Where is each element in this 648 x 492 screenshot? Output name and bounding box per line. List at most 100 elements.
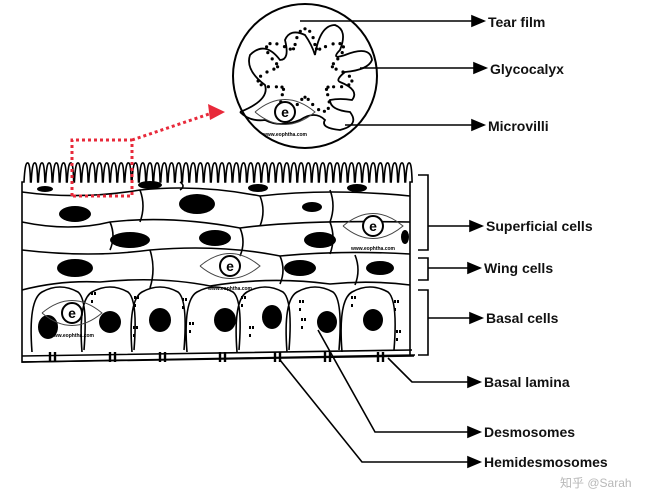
desmosome bbox=[182, 298, 187, 309]
nucleus bbox=[57, 259, 93, 277]
glycocalyx-dot bbox=[311, 102, 315, 107]
basal-cell bbox=[235, 286, 291, 353]
label-desmosomes: Desmosomes bbox=[484, 424, 576, 440]
glycocalyx-dot bbox=[331, 42, 335, 46]
glycocalyx-dot bbox=[282, 45, 287, 49]
eye-logo bbox=[254, 99, 316, 125]
glycocalyx-dot bbox=[265, 70, 269, 74]
cell-border bbox=[259, 195, 264, 227]
glycocalyx-dot bbox=[334, 67, 338, 71]
glycocalyx-dot bbox=[338, 42, 342, 46]
nucleus bbox=[214, 308, 236, 332]
layer-bracket bbox=[418, 174, 429, 251]
nucleus bbox=[99, 311, 121, 333]
nucleus bbox=[179, 194, 215, 214]
cell-border bbox=[279, 255, 284, 285]
glycocalyx-dot bbox=[256, 79, 260, 83]
nucleus bbox=[138, 181, 162, 189]
desmosomes-arrow-head bbox=[467, 425, 483, 439]
glycocalyx-dot bbox=[268, 42, 272, 46]
glycocalyx-dot bbox=[314, 47, 319, 51]
desmosome bbox=[301, 318, 306, 329]
glycocalyx-dot bbox=[311, 36, 315, 40]
eye-logo-iris bbox=[219, 255, 241, 277]
glycocalyx-dot bbox=[331, 62, 335, 66]
glycocalyx-dot bbox=[300, 97, 304, 101]
eye-logo-iris bbox=[61, 302, 83, 324]
nucleus bbox=[304, 232, 336, 248]
microvilli-arrow-head bbox=[471, 118, 487, 132]
glycocalyx-dot bbox=[265, 45, 269, 49]
cell-border bbox=[139, 189, 144, 223]
nucleus bbox=[59, 206, 91, 222]
eophtha-watermark-logos: ewww.eophtha.comewww.eophtha.comewww.eop… bbox=[41, 99, 404, 339]
glycocalyx-dot bbox=[270, 57, 274, 61]
glycocalyx-dot bbox=[347, 74, 351, 78]
desmosome bbox=[299, 300, 304, 311]
magnified-circle bbox=[232, 3, 378, 149]
desmosome bbox=[351, 296, 356, 307]
glycocalyx-dot bbox=[341, 70, 345, 74]
label-basal-lamina: Basal lamina bbox=[484, 374, 570, 390]
eye-logo-letter: e bbox=[369, 218, 377, 234]
nucleus bbox=[366, 261, 394, 275]
glycocalyx-dot bbox=[272, 67, 276, 71]
nucleus bbox=[248, 184, 268, 192]
glycocalyx-dot bbox=[259, 74, 263, 78]
basal-lamina-line bbox=[21, 349, 415, 363]
superficial-arrow-head bbox=[469, 219, 485, 233]
glycocalyx-dot bbox=[288, 47, 292, 51]
wing-boundary bbox=[21, 247, 411, 257]
nucleus bbox=[199, 230, 231, 246]
glycocalyx-dot bbox=[318, 47, 322, 51]
glycocalyx-dot bbox=[259, 83, 263, 87]
glycocalyx-dot bbox=[332, 85, 336, 89]
microvilli-magnified-circle bbox=[232, 3, 378, 149]
basal-cell bbox=[130, 286, 186, 353]
wing-basal-boundary bbox=[21, 278, 411, 291]
glycocalyx-dot bbox=[291, 47, 296, 51]
glycocalyx-dot bbox=[275, 42, 279, 46]
layer-bracket bbox=[418, 289, 429, 356]
desmosome bbox=[396, 330, 401, 341]
basal-arrow-head bbox=[469, 311, 485, 325]
glycocalyx-dot bbox=[298, 29, 302, 33]
glycocalyx-dot bbox=[336, 57, 340, 61]
desmosome bbox=[134, 296, 139, 307]
layer-bracket bbox=[418, 257, 429, 281]
platform-watermark: 知乎 @Sarah bbox=[560, 476, 632, 490]
eye-logo bbox=[342, 213, 404, 239]
glycocalyx-dot bbox=[303, 27, 307, 31]
cell-border bbox=[179, 181, 184, 191]
nucleus bbox=[110, 232, 150, 248]
glycocalyx-dot bbox=[281, 87, 286, 91]
eye-logo-letter: e bbox=[226, 258, 234, 274]
glycocalyx-dot bbox=[306, 97, 310, 101]
cell-border bbox=[354, 254, 359, 286]
eye-logo-letter: e bbox=[68, 305, 76, 321]
eye-logo-letter: e bbox=[281, 104, 289, 120]
hemidesmosomes-arrow bbox=[279, 359, 480, 463]
glycocalyx-dot bbox=[266, 51, 270, 55]
eye-logo-site: www.eophtha.com bbox=[262, 132, 308, 138]
basal-lamina-arrow bbox=[387, 357, 480, 383]
glycocalyx-dot bbox=[303, 95, 307, 99]
glycocalyx-dot bbox=[340, 85, 344, 89]
cell-border bbox=[239, 227, 244, 257]
nucleus bbox=[347, 184, 367, 192]
desmosomes-arrow bbox=[317, 329, 480, 433]
glycocalyx-dot bbox=[323, 45, 328, 49]
label-arrows bbox=[279, 14, 489, 469]
cell-border bbox=[329, 189, 334, 223]
microvilli-surface bbox=[21, 162, 413, 355]
nucleus bbox=[262, 305, 282, 329]
eye-logo-iris bbox=[274, 101, 296, 123]
glycocalyx-dot bbox=[313, 42, 317, 47]
basal-cell bbox=[185, 286, 241, 353]
glycocalyx-dot bbox=[326, 93, 330, 97]
desmosome bbox=[241, 296, 246, 307]
glycocalyx-arrow-head bbox=[473, 61, 489, 75]
glycocalyx-dot bbox=[341, 45, 345, 49]
eye-logo bbox=[41, 300, 103, 326]
